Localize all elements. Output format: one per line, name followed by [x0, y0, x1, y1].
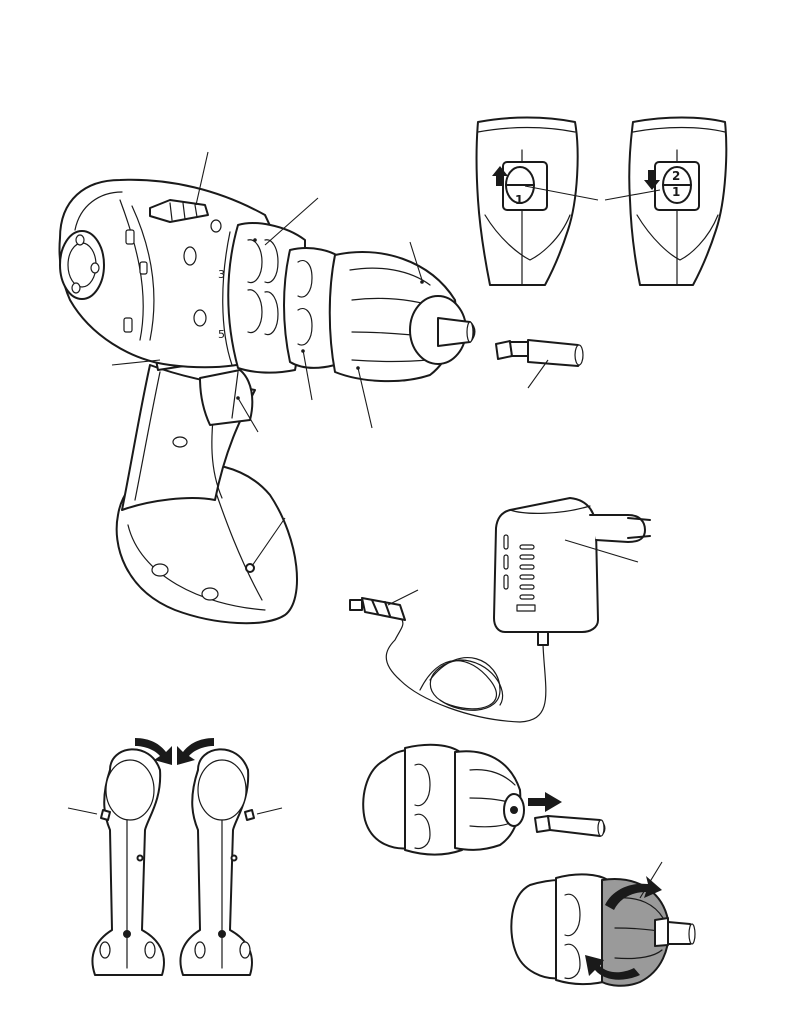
gear-selector-detail: 1 2 1	[477, 118, 727, 286]
trigger-switch	[200, 370, 252, 425]
rotation-view-left	[68, 738, 172, 975]
gear-right-top-number: 2	[672, 169, 680, 183]
chuck-insert-view	[363, 745, 604, 855]
torque-number-5: 5	[218, 328, 225, 341]
gear-right-bottom-number: 1	[672, 185, 680, 199]
cordless-drill-icon: 3 5	[59, 180, 474, 623]
plug-in-charger-icon	[494, 498, 650, 645]
screwdriver-bit-icon	[496, 340, 583, 388]
direction-arrow-icon	[528, 792, 562, 812]
torque-number-3: 3	[218, 268, 225, 281]
rotation-view-right	[177, 738, 282, 975]
gear-left-number: 1	[515, 193, 523, 207]
chuck-tighten-view	[511, 862, 695, 986]
